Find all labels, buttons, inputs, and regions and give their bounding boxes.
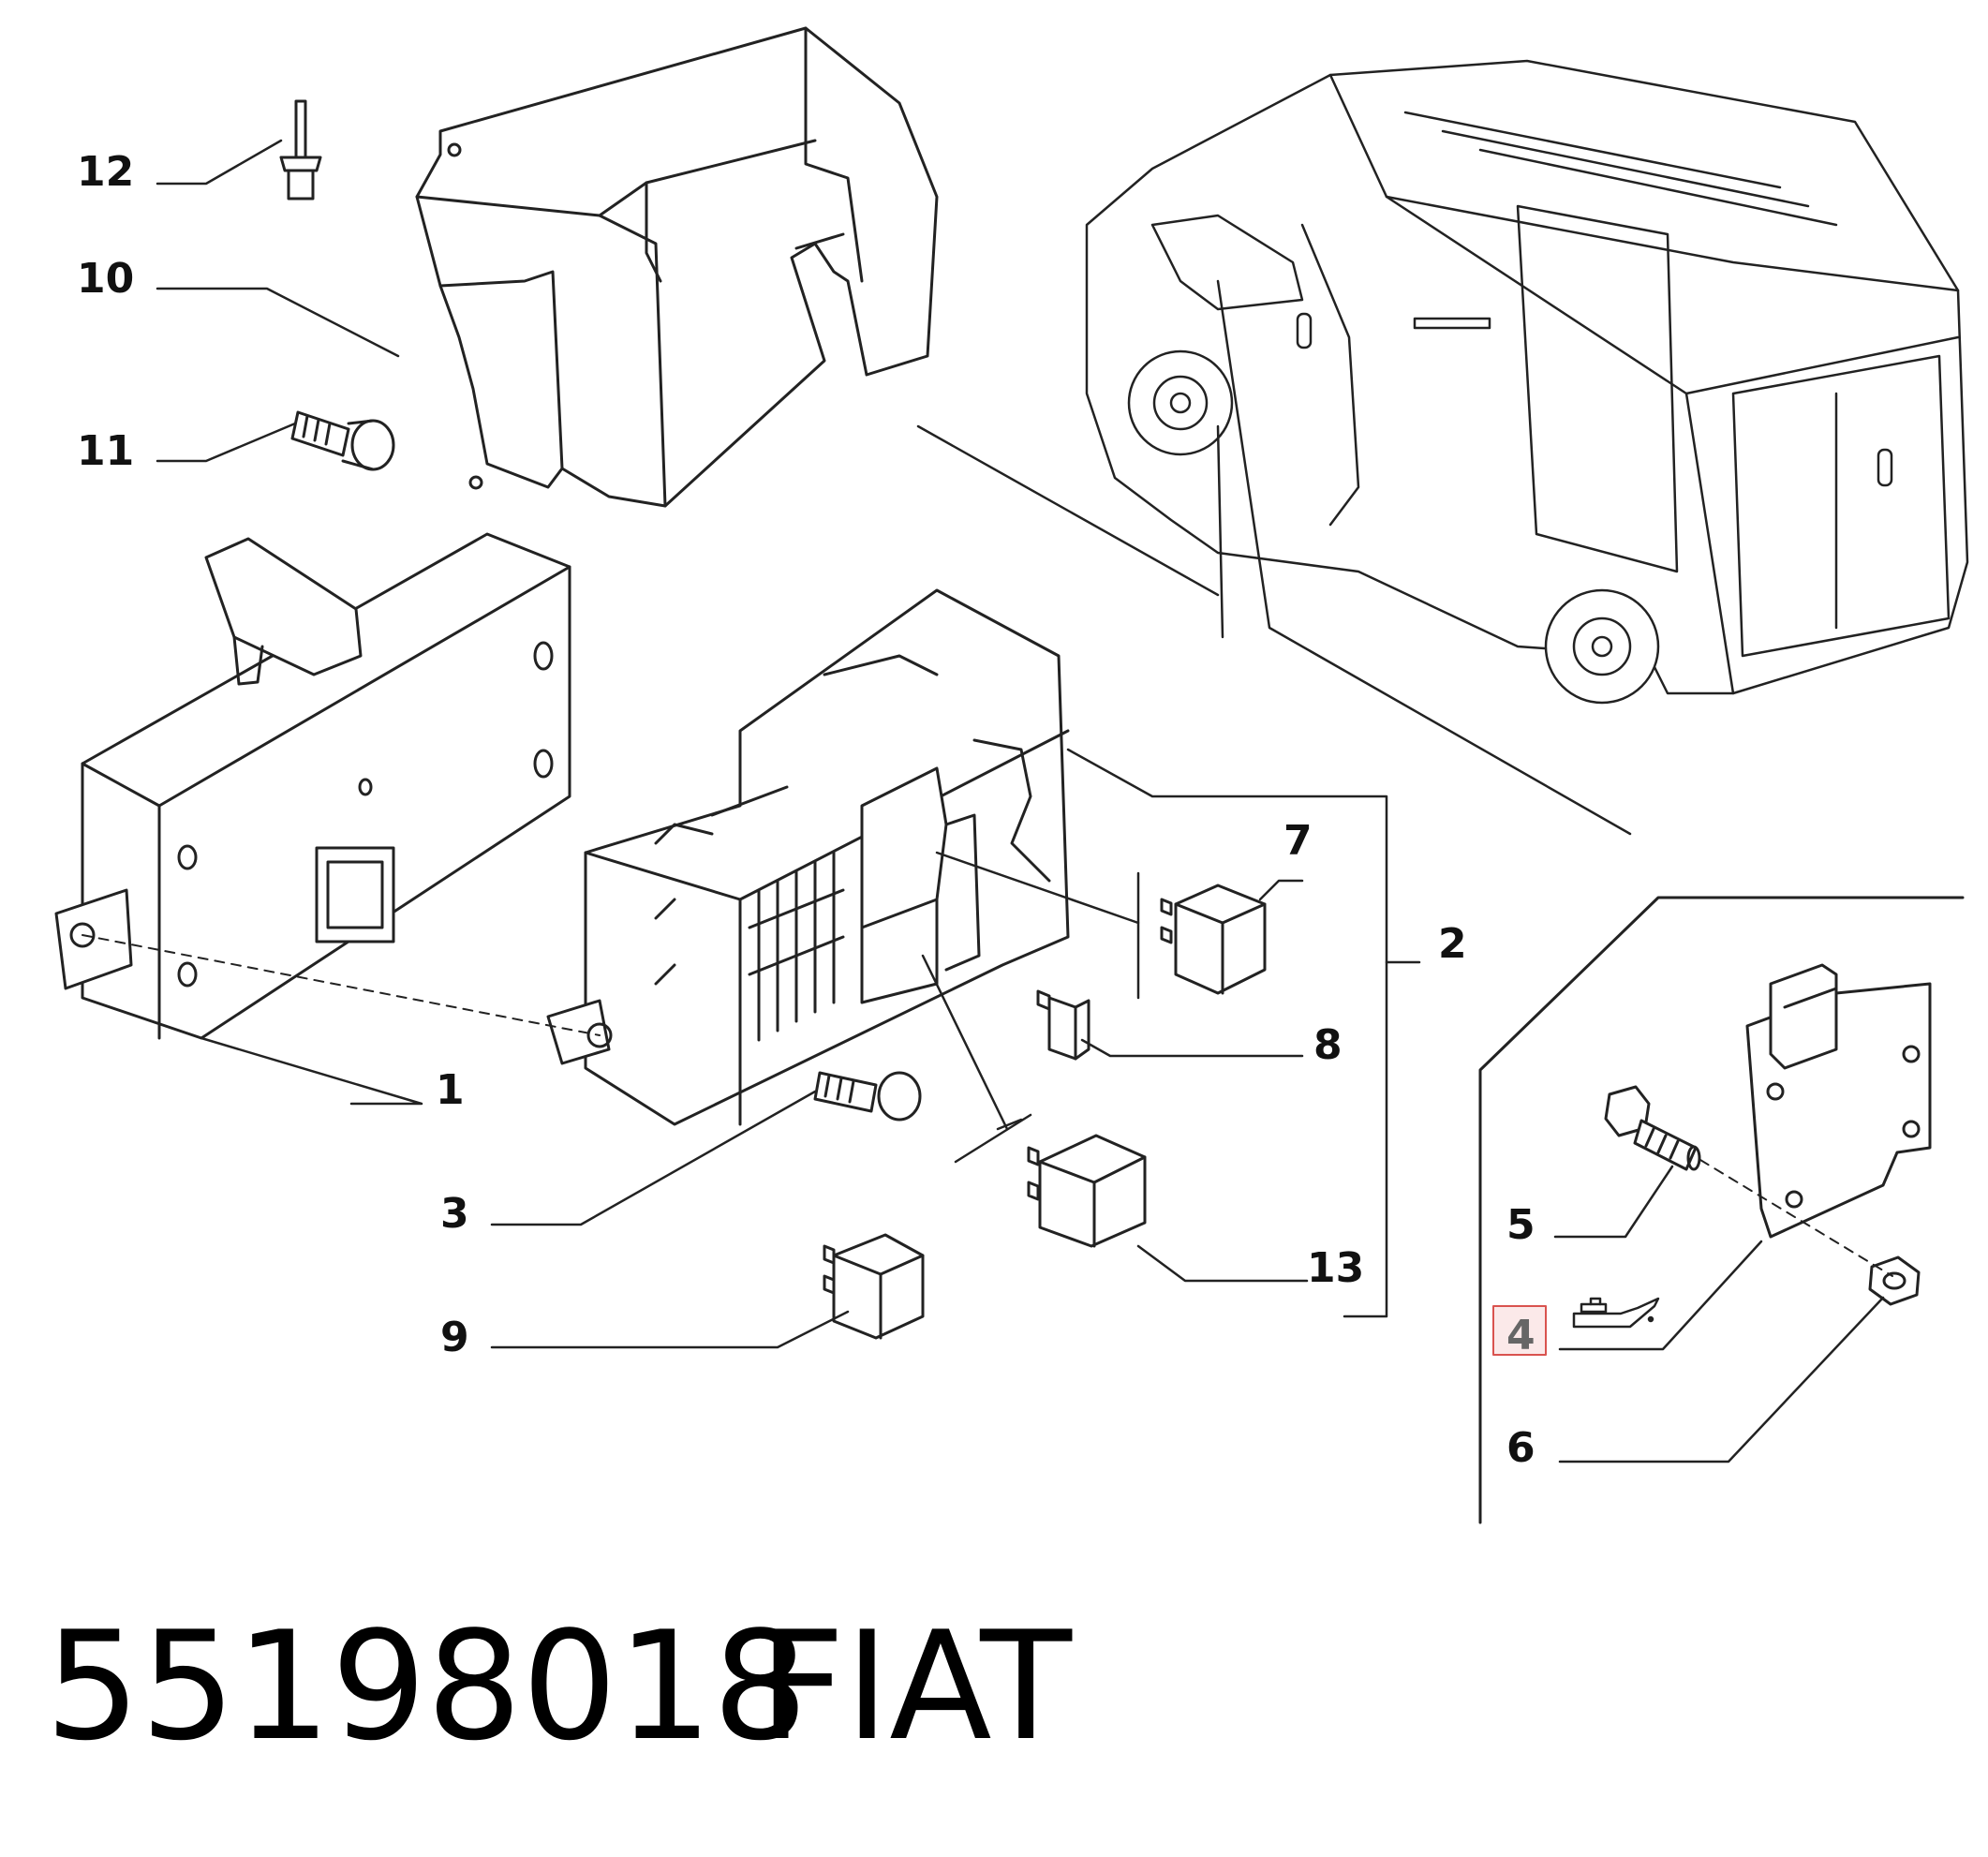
part-11-bolt xyxy=(290,410,395,471)
part-3-bolt xyxy=(813,1071,922,1122)
callout-label-13: 13 xyxy=(1307,1244,1364,1292)
part-12-rivet xyxy=(279,99,322,201)
callout-label-9: 9 xyxy=(440,1314,469,1361)
part-8-fuse xyxy=(1036,989,1090,1061)
part-6-nut xyxy=(1868,1255,1921,1306)
part-2-fuse-box xyxy=(546,588,1070,1126)
inset-frame xyxy=(1478,896,1965,1524)
callout-label-11: 11 xyxy=(77,427,134,475)
part-number: 55198018 xyxy=(45,1598,809,1774)
callout-label-3: 3 xyxy=(440,1190,469,1238)
callout-label-1: 1 xyxy=(436,1066,465,1114)
leader-lines xyxy=(156,139,1885,1463)
callout-label-6: 6 xyxy=(1506,1424,1536,1472)
callout-label-7: 7 xyxy=(1283,817,1313,865)
part-7-relay xyxy=(1160,884,1267,995)
part-5-bolt xyxy=(1604,1085,1701,1171)
callout-4-highlight xyxy=(1492,1305,1547,1356)
oil-can-icon xyxy=(1572,1297,1660,1329)
callout-label-2: 2 xyxy=(1438,920,1467,968)
callout-label-8: 8 xyxy=(1313,1021,1343,1069)
part-9-relay xyxy=(823,1233,925,1340)
callout-label-12: 12 xyxy=(77,148,134,196)
brand-name: FIAT xyxy=(759,1598,1072,1774)
part-4-bracket xyxy=(1745,963,1932,1239)
callout-label-4: 4 xyxy=(1506,1312,1536,1359)
callout-label-10: 10 xyxy=(77,255,134,303)
callout-labels: 12 10 11 1 3 9 7 8 13 2 5 4 6 xyxy=(77,148,1536,1472)
van-illustration xyxy=(1085,59,1969,705)
part-10-bracket xyxy=(415,26,939,508)
part-1-control-module xyxy=(54,532,571,1040)
callout-label-5: 5 xyxy=(1506,1201,1536,1249)
alignment-lines xyxy=(82,934,1893,1277)
part-13-relay xyxy=(1027,1134,1147,1248)
